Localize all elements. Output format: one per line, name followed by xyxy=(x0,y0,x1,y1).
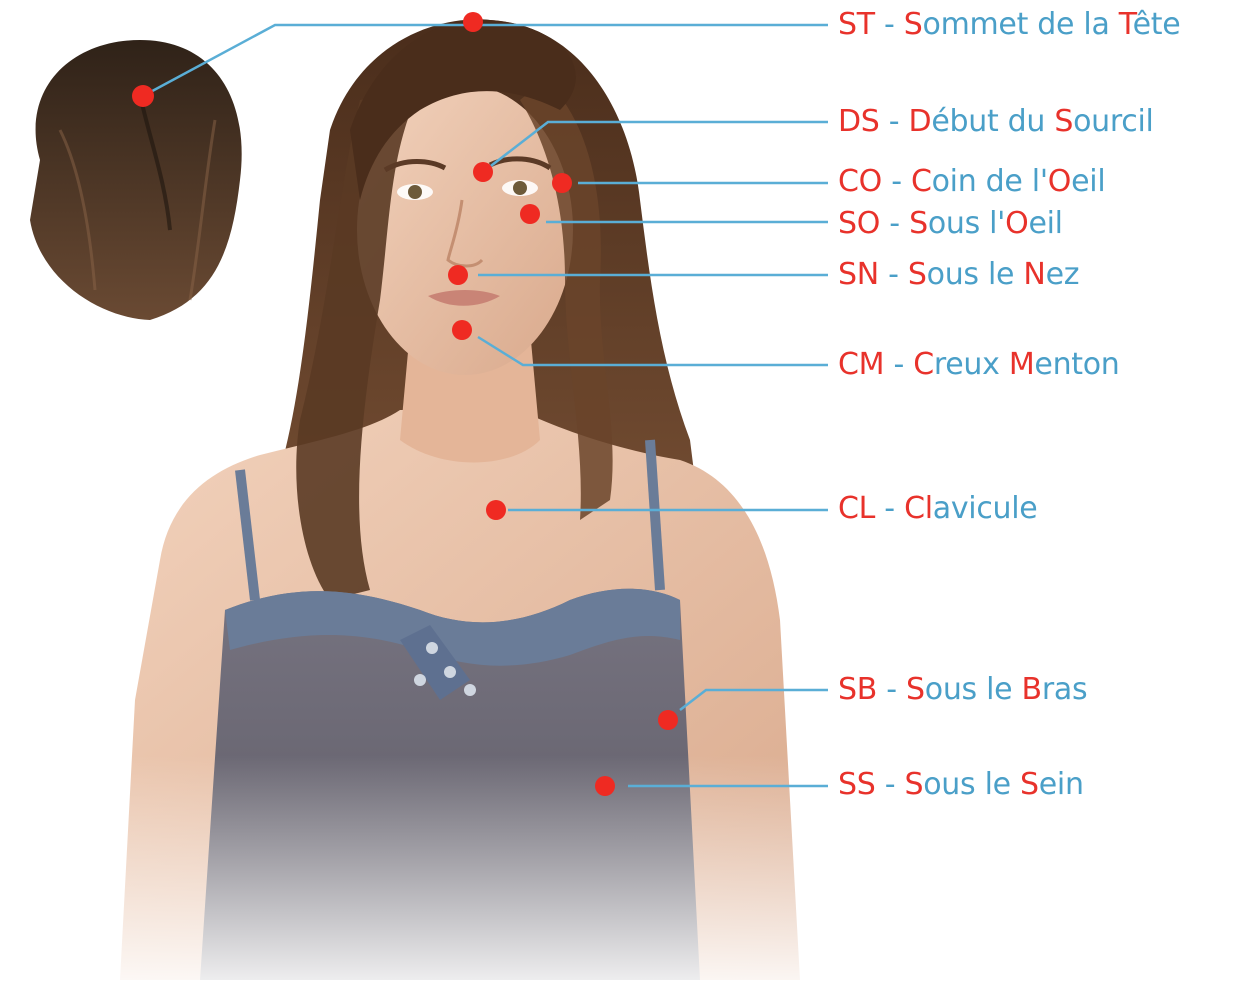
point-st-inset xyxy=(132,85,154,107)
label-part: S xyxy=(905,767,924,802)
label-part: enton xyxy=(1034,347,1119,382)
label-part: S xyxy=(904,7,923,42)
point-cm xyxy=(452,320,472,340)
label-st: ST - Sommet de la Tête xyxy=(838,8,1180,42)
point-ds xyxy=(473,162,493,182)
label-part: S xyxy=(909,206,928,241)
label-part: C xyxy=(911,164,932,199)
label-part: S xyxy=(1020,767,1039,802)
point-cl xyxy=(486,500,506,520)
point-sn xyxy=(448,265,468,285)
label-part: C xyxy=(913,347,934,382)
label-part: N xyxy=(1023,257,1045,292)
label-part: ous l' xyxy=(928,206,1005,241)
label-part: ête xyxy=(1133,7,1181,42)
point-sb xyxy=(658,710,678,730)
label-part: - xyxy=(880,104,909,139)
label-part: O xyxy=(1048,164,1071,199)
label-part: ST xyxy=(838,7,875,42)
point-st xyxy=(463,12,483,32)
label-part: - xyxy=(884,347,913,382)
label-part: O xyxy=(1005,206,1028,241)
label-part: - xyxy=(876,767,905,802)
label-part: S xyxy=(906,672,925,707)
label-cm: CM - Creux Menton xyxy=(838,348,1120,382)
label-part: Cl xyxy=(904,491,933,526)
label-part: CL xyxy=(838,491,875,526)
label-so: SO - Sous l'Oeil xyxy=(838,207,1063,241)
label-part: ous le xyxy=(923,767,1020,802)
label-part: ébut du xyxy=(931,104,1054,139)
label-part: - xyxy=(875,7,904,42)
label-part: T xyxy=(1119,7,1133,42)
label-part: ous le xyxy=(927,257,1024,292)
label-part: SO xyxy=(838,206,880,241)
label-part: ras xyxy=(1042,672,1087,707)
label-part: CO xyxy=(838,164,882,199)
label-part: eil xyxy=(1028,206,1062,241)
point-so xyxy=(520,204,540,224)
label-ss: SS - Sous le Sein xyxy=(838,768,1084,802)
label-sn: SN - Sous le Nez xyxy=(838,258,1079,292)
label-part: SN xyxy=(838,257,879,292)
label-part: avicule xyxy=(933,491,1038,526)
label-part: - xyxy=(882,164,911,199)
label-part: - xyxy=(875,491,904,526)
label-part: DS xyxy=(838,104,880,139)
label-part: oin de l' xyxy=(932,164,1048,199)
label-part: B xyxy=(1022,672,1042,707)
label-part: - xyxy=(877,672,906,707)
label-part: - xyxy=(879,257,908,292)
label-co: CO - Coin de l'Oeil xyxy=(838,165,1105,199)
label-part: M xyxy=(1009,347,1035,382)
label-part: SB xyxy=(838,672,877,707)
label-part: ommet de la xyxy=(923,7,1119,42)
label-part: SS xyxy=(838,767,876,802)
point-co xyxy=(552,173,572,193)
label-part: ez xyxy=(1046,257,1080,292)
label-part: D xyxy=(909,104,932,139)
label-part: S xyxy=(1054,104,1073,139)
label-ds: DS - Début du Sourcil xyxy=(838,105,1154,139)
label-sb: SB - Sous le Bras xyxy=(838,673,1087,707)
label-part: ein xyxy=(1039,767,1084,802)
label-part: ourcil xyxy=(1073,104,1153,139)
label-part: reux xyxy=(934,347,1009,382)
point-ss xyxy=(595,776,615,796)
label-part: - xyxy=(880,206,909,241)
label-part: S xyxy=(908,257,927,292)
label-cl: CL - Clavicule xyxy=(838,492,1037,526)
label-part: eil xyxy=(1071,164,1105,199)
label-part: ous le xyxy=(925,672,1022,707)
label-part: CM xyxy=(838,347,884,382)
